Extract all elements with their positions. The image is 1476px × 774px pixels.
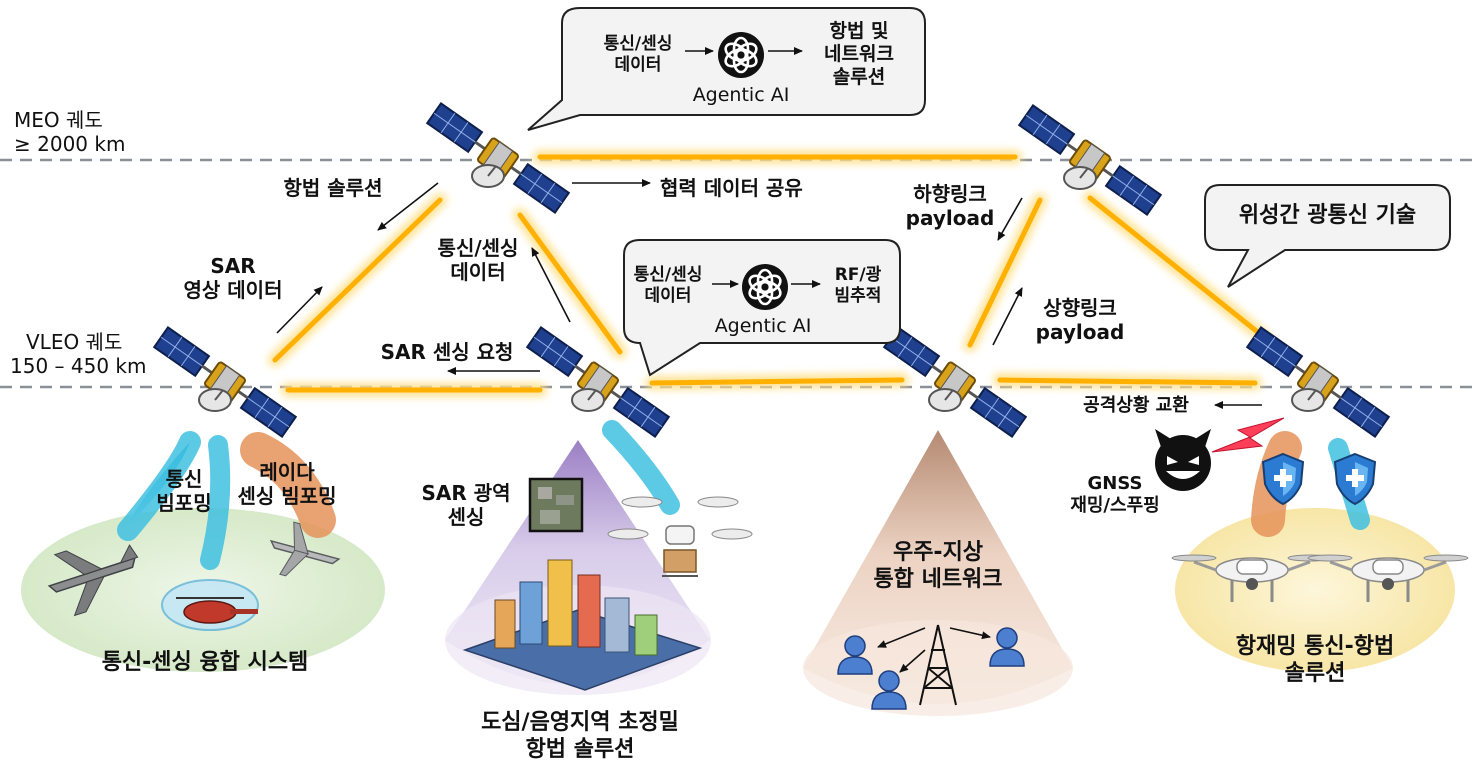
devil-face-icon [1155, 429, 1211, 491]
bubble-top-engine: Agentic AI [692, 84, 790, 106]
antijam-zone [1175, 508, 1455, 672]
helicopter-icon [176, 597, 258, 624]
sar-image-icon [528, 477, 584, 533]
label-attack-exchange: 공격상황 교환 [1083, 395, 1189, 416]
arrows [276, 179, 1262, 409]
uav-icon [269, 521, 341, 577]
radar-beam [240, 432, 336, 538]
meo-orbit-label: MEO 궤도≥ 2000 km [14, 108, 126, 157]
caption-isac: 통신-센싱 융합 시스템 [101, 650, 309, 675]
shield-icon [1334, 453, 1376, 505]
label-sar-sensing-request: SAR 센싱 요청 [380, 340, 514, 364]
city-icon [462, 559, 703, 691]
bubble-right [1204, 184, 1451, 288]
laser-links [268, 150, 1272, 397]
cell-tower-icon [919, 624, 957, 706]
airplane-icon [47, 544, 139, 617]
openai-logo-icon [740, 262, 790, 312]
label-coop-data-share: 협력 데이터 공유 [660, 176, 803, 200]
label-nav-solution: 항법 솔루션 [283, 176, 383, 200]
satellite-icon [151, 324, 299, 440]
bubble-right-text: 위성간 광통신 기술 [1238, 203, 1417, 228]
jam-bolt-icon [1211, 417, 1285, 453]
satellite-icon [1244, 324, 1392, 440]
bubble-mid-engine: Agentic AI [714, 315, 812, 337]
openai-logo-icon [716, 30, 766, 80]
delivery-drone-icon [607, 496, 753, 577]
